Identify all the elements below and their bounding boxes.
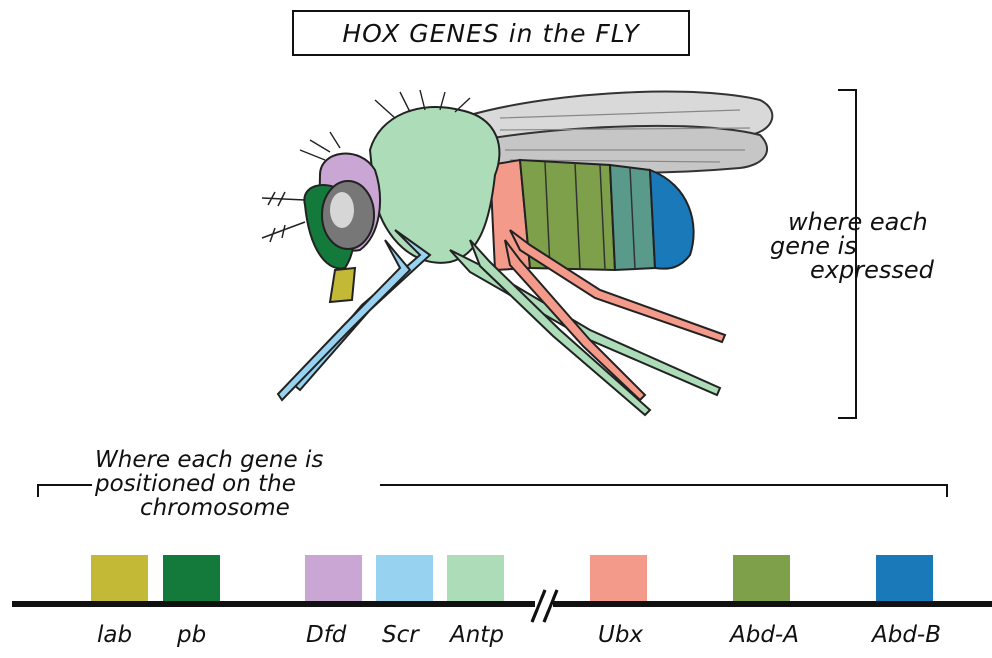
gene-label-lab: lab — [97, 622, 132, 648]
gene-box-ubx — [590, 555, 647, 601]
expressed-note: where each gene is expressed — [770, 210, 980, 282]
fly-mouthparts — [330, 268, 355, 302]
gene-box-abd-b — [876, 555, 933, 601]
gene-label-dfd: Dfd — [306, 622, 346, 648]
gene-box-dfd — [305, 555, 362, 601]
gene-label-antp: Antp — [450, 622, 504, 648]
gene-box-abd-a — [733, 555, 790, 601]
gene-label-abd-b: Abd-B — [872, 622, 941, 648]
eye-highlight — [330, 192, 354, 228]
expressed-note-line: gene is — [770, 234, 980, 258]
gene-label-ubx: Ubx — [598, 622, 643, 648]
gene-label-scr: Scr — [382, 622, 419, 648]
positioned-note-line: chromosome — [95, 496, 415, 520]
fly-antennae — [262, 192, 305, 242]
positioned-note-line: Where each gene is — [95, 448, 415, 472]
positioned-note: Where each gene is positioned on the chr… — [95, 448, 415, 520]
expressed-note-line: expressed — [770, 258, 980, 282]
fly-abdomen — [490, 160, 694, 270]
gene-box-antp — [447, 555, 504, 601]
expressed-note-line: where each — [770, 210, 980, 234]
gene-label-abd-a: Abd-A — [730, 622, 799, 648]
gene-box-scr — [376, 555, 433, 601]
fly-thorax — [370, 107, 499, 263]
gene-box-lab — [91, 555, 148, 601]
gene-label-pb: pb — [177, 622, 206, 648]
positioned-note-line: positioned on the — [95, 472, 415, 496]
gene-box-pb — [163, 555, 220, 601]
